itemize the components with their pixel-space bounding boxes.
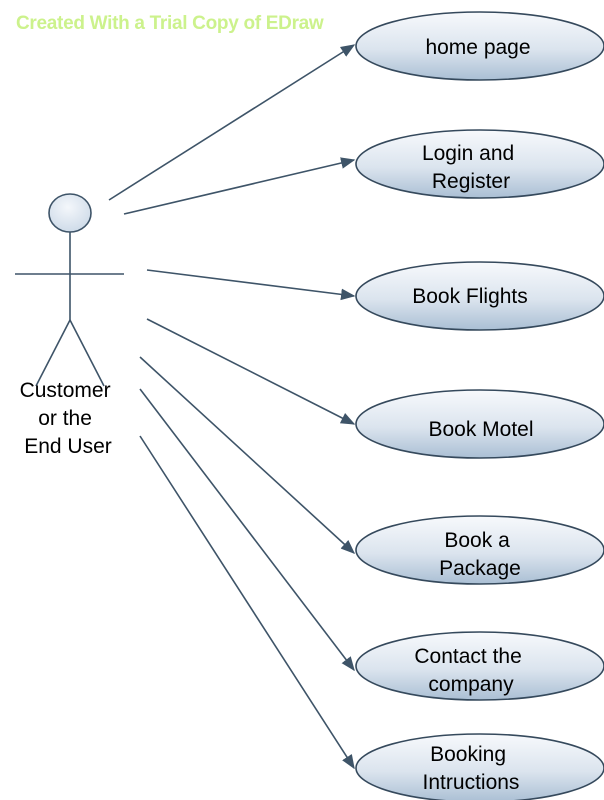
actor-label: Customer or the End User [20,379,117,458]
use-case-book-flights: Book Flights [355,261,604,331]
use-case-ellipse [355,261,604,331]
use-case-book-motel: Book Motel [355,389,604,459]
use-case-ellipse [355,11,604,81]
use-case-ellipse [355,129,604,199]
use-case-label: Booking Intructions [423,743,520,794]
use-case-ellipse [355,733,604,800]
actor-label-line-3: End User [24,435,112,458]
use-case-label-line: Book a [444,529,510,552]
actor-label-line-1: Customer [20,379,111,402]
actor-label-line-2: or the [38,407,92,430]
use-case-login-register: Login and Register [355,129,604,199]
use-case-ellipse [355,389,604,459]
use-case-label-line: Booking [430,743,506,766]
association-instructions [139,435,355,770]
use-case-label-line: Login and [422,142,514,165]
use-case-label-line: company [428,673,514,696]
actor-right-leg [69,319,105,387]
use-case-label: Contact the company [414,645,527,696]
watermark-text: Created With a Trial Copy of EDraw [16,13,324,34]
use-case-contact-company: Contact the company [355,631,604,701]
use-case-label: Login and Register [422,142,520,193]
association-flights [146,269,356,301]
use-case-booking-instructions: Booking Intructions [355,733,604,800]
use-case-label-line: Intructions [423,771,520,794]
associations [108,44,356,770]
use-case-label-line: Contact the [414,645,521,668]
actor-customer: Customer or the End User [15,193,124,458]
use-case-home-page: home page [355,11,604,81]
use-case-label-line: Book Motel [428,418,533,441]
use-case-label: Book a Package [439,529,521,580]
association-contact [139,388,355,672]
use-case-label: Book Flights [412,285,528,308]
use-case-label: Book Motel [428,418,533,441]
association-motel [146,318,356,425]
use-case-label: home page [425,36,530,59]
association-home [108,44,356,201]
use-case-label-line: home page [425,36,530,59]
use-case-label-line: Package [439,557,521,580]
actor-left-leg [35,319,71,387]
association-login [123,157,356,215]
use-case-label-line: Book Flights [412,285,528,308]
use-case-book-package: Book a Package [355,515,604,585]
association-package [139,356,356,554]
actor-head [48,193,92,233]
use-case-ellipse [355,515,604,585]
use-case-label-line: Register [432,170,510,193]
use-case-ellipse [355,631,604,701]
